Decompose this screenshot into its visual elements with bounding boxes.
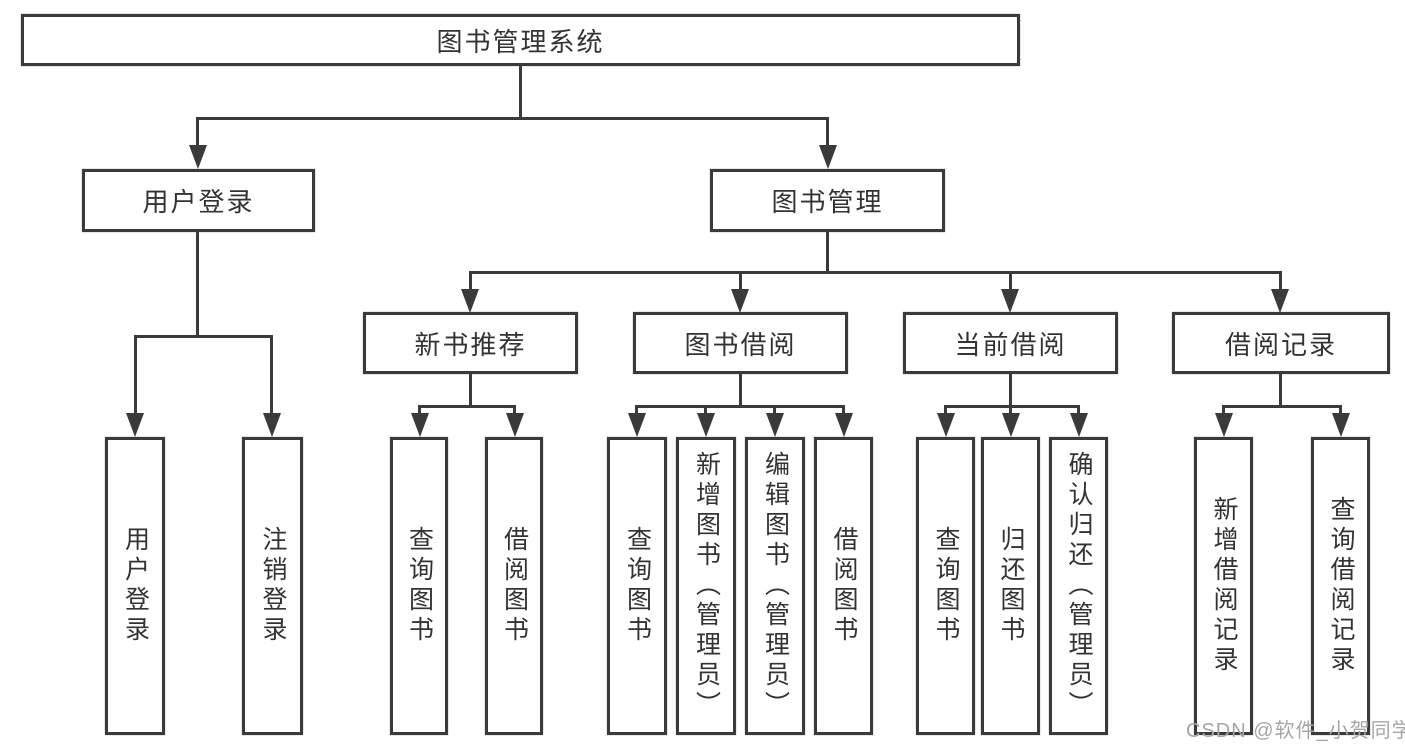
arrowhead-down-icon: [506, 413, 524, 437]
arrowhead-down-icon: [819, 145, 837, 169]
connector-line: [196, 117, 199, 145]
leaf-current-confirm-return-admin-label: 确认归还（管理员）: [1065, 451, 1093, 721]
connector-line: [469, 374, 472, 405]
leaf-user-login-label: 用户登录: [121, 526, 150, 646]
connector-line: [773, 405, 776, 413]
connector-line: [944, 405, 1080, 408]
arrowhead-down-icon: [1001, 289, 1019, 313]
arrowhead-down-icon: [697, 413, 715, 437]
leaf-borrowing-add-book-admin-label: 新增图书（管理员）: [692, 451, 721, 721]
arrowhead-down-icon: [1271, 289, 1289, 313]
connector-line: [1077, 405, 1080, 413]
arrowhead-down-icon: [1070, 413, 1088, 437]
node-new-book-recommend-label: 新书推荐: [414, 329, 527, 360]
connector-line: [196, 232, 199, 335]
connector-line: [1279, 271, 1282, 289]
leaf-recommend-borrow-book-label: 借阅图书: [500, 526, 529, 646]
connector-line: [418, 405, 516, 408]
node-book-borrowing: 图书借阅: [633, 312, 848, 374]
leaf-current-confirm-return-admin: 确认归还（管理员）: [1049, 437, 1108, 735]
node-borrowing-records-label: 借阅记录: [1224, 329, 1337, 360]
node-book-management-label: 图书管理: [771, 187, 884, 217]
leaf-borrowing-edit-book-admin: 编辑图书（管理员）: [745, 437, 805, 735]
connector-line: [1009, 374, 1012, 405]
node-book-borrowing-label: 图书借阅: [684, 329, 797, 360]
leaf-records-query-record-label: 查询借阅记录: [1327, 496, 1355, 676]
arrowhead-down-icon: [126, 413, 144, 437]
connector-line: [1279, 374, 1282, 405]
leaf-user-login: 用户登录: [105, 437, 165, 735]
node-current-borrowing-label: 当前借阅: [954, 329, 1067, 360]
arrowhead-down-icon: [1002, 413, 1020, 437]
connector-line: [519, 66, 522, 117]
leaf-borrowing-add-book-admin: 新增图书（管理员）: [676, 437, 736, 735]
connector-line: [826, 232, 829, 271]
arrowhead-down-icon: [1332, 413, 1350, 437]
arrowhead-down-icon: [263, 413, 281, 437]
connector-line: [635, 405, 638, 413]
arrowhead-down-icon: [835, 413, 853, 437]
connector-line: [842, 405, 845, 413]
connector-line: [635, 405, 845, 408]
connector-line: [704, 405, 707, 413]
leaf-borrowing-borrow-book-label: 借阅图书: [830, 526, 858, 646]
connector-line: [134, 335, 137, 413]
arrowhead-down-icon: [628, 413, 646, 437]
leaf-recommend-query-book-label: 查询图书: [405, 526, 434, 646]
node-new-book-recommend: 新书推荐: [363, 312, 578, 374]
leaf-borrowing-query-book-label: 查询图书: [623, 526, 652, 646]
connector-line: [1009, 271, 1012, 289]
leaf-recommend-query-book: 查询图书: [390, 437, 448, 735]
arrowhead-down-icon: [411, 413, 429, 437]
arrowhead-down-icon: [1215, 413, 1233, 437]
connector-line: [1222, 405, 1225, 413]
node-user-login: 用户登录: [82, 169, 315, 232]
connector-line: [739, 374, 742, 405]
connector-line: [944, 405, 947, 413]
leaf-logout-label: 注销登录: [259, 526, 287, 646]
connector-line: [196, 117, 829, 120]
node-book-management: 图书管理: [710, 169, 945, 232]
connector-line: [513, 405, 516, 413]
connector-line: [270, 335, 273, 413]
node-current-borrowing: 当前借阅: [903, 312, 1118, 374]
arrowhead-down-icon: [461, 289, 479, 313]
connector-line: [418, 405, 421, 413]
connector-line: [826, 117, 829, 145]
node-user-login-label: 用户登录: [142, 187, 255, 217]
connector-line: [1009, 405, 1012, 413]
leaf-records-add-record: 新增借阅记录: [1194, 437, 1253, 735]
node-root-label: 图书管理系统: [436, 26, 605, 57]
arrowhead-down-icon: [189, 145, 207, 169]
leaf-current-query-book-label: 查询图书: [932, 526, 960, 646]
connector-line: [1339, 405, 1342, 413]
leaf-current-query-book: 查询图书: [916, 437, 975, 735]
leaf-borrowing-edit-book-admin-label: 编辑图书（管理员）: [761, 451, 790, 721]
arrowhead-down-icon: [731, 289, 749, 313]
leaf-borrowing-borrow-book: 借阅图书: [814, 437, 873, 735]
connector-line: [469, 271, 472, 289]
connector-line: [1222, 405, 1342, 408]
connector-line: [469, 271, 1282, 274]
leaf-borrowing-query-book: 查询图书: [607, 437, 667, 735]
leaf-recommend-borrow-book: 借阅图书: [485, 437, 543, 735]
leaf-current-return-book: 归还图书: [981, 437, 1040, 735]
leaf-records-add-record-label: 新增借阅记录: [1210, 496, 1238, 676]
csdn-watermark: CSDN @软件_小贺同学: [1186, 720, 1405, 742]
arrowhead-down-icon: [937, 413, 955, 437]
arrowhead-down-icon: [766, 413, 784, 437]
node-borrowing-records: 借阅记录: [1172, 312, 1390, 374]
connector-line: [739, 271, 742, 289]
connector-line: [134, 335, 273, 338]
leaf-current-return-book-label: 归还图书: [997, 526, 1025, 646]
node-root: 图书管理系统: [21, 14, 1020, 66]
leaf-records-query-record: 查询借阅记录: [1311, 437, 1370, 735]
leaf-logout: 注销登录: [242, 437, 303, 735]
